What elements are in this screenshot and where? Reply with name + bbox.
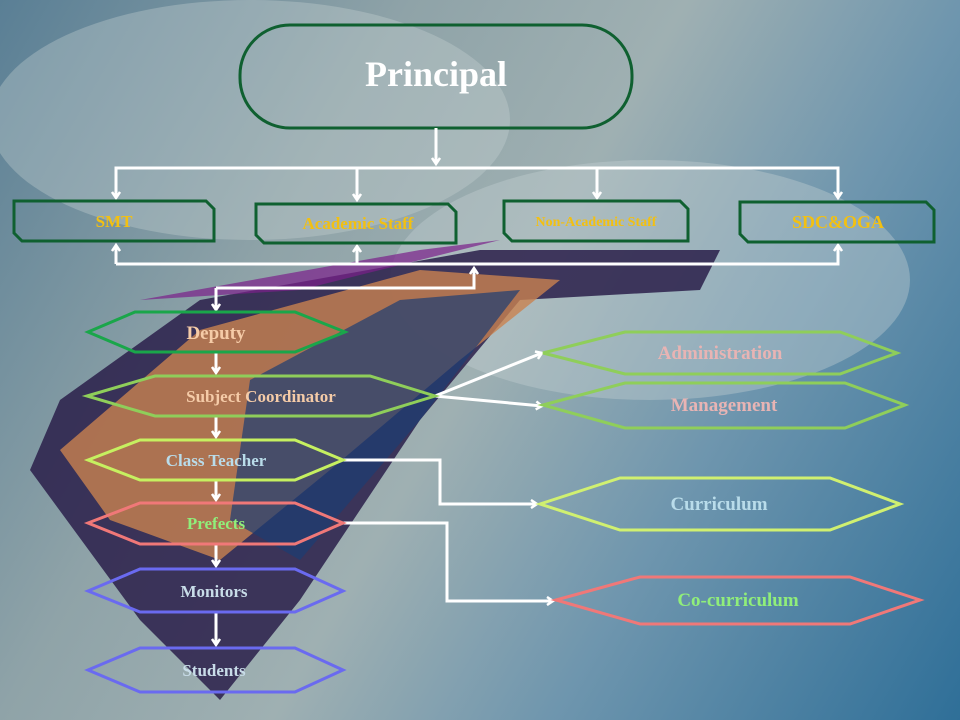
hex-monitors: Monitors <box>84 567 347 614</box>
box-non-academic-staff: Non-Academic Staff <box>502 199 690 243</box>
hex-curriculum: Curriculum <box>535 476 905 532</box>
prefects-label: Prefects <box>187 514 246 533</box>
hex-administration: Administration <box>542 330 902 376</box>
students-label: Students <box>182 661 246 680</box>
hex-management: Management <box>537 381 910 430</box>
smt-label: SMT <box>96 212 134 231</box>
academic-staff-label: Academic Staff <box>303 214 414 233</box>
monitors-label: Monitors <box>180 582 247 601</box>
hex-students: Students <box>84 646 347 694</box>
co-curriculum-label: Co-curriculum <box>677 590 799 611</box>
subject-coordinator-label: Subject Coordinator <box>186 387 336 406</box>
administration-label: Administration <box>658 343 783 364</box>
box-smt: SMT <box>12 199 216 243</box>
hex-class-teacher: Class Teacher <box>83 438 347 482</box>
hex-prefects: Prefects <box>83 501 347 546</box>
principal-label: Principal <box>365 54 507 94</box>
class-teacher-label: Class Teacher <box>166 451 267 470</box>
box-sdc-oga: SDC&OGA <box>738 200 936 244</box>
deputy-label: Deputy <box>186 323 246 344</box>
hex-subject-coordinator: Subject Coordinator <box>81 374 441 418</box>
hex-co-curriculum: Co-curriculum <box>550 575 925 626</box>
connectors <box>116 128 838 645</box>
curriculum-label: Curriculum <box>670 494 767 515</box>
sdc-oga-label: SDC&OGA <box>792 212 884 232</box>
hex-deputy: Deputy <box>84 310 350 354</box>
management-label: Management <box>671 395 778 416</box>
box-academic-staff: Academic Staff <box>254 202 458 245</box>
non-academic-staff-label: Non-Academic Staff <box>536 215 657 230</box>
